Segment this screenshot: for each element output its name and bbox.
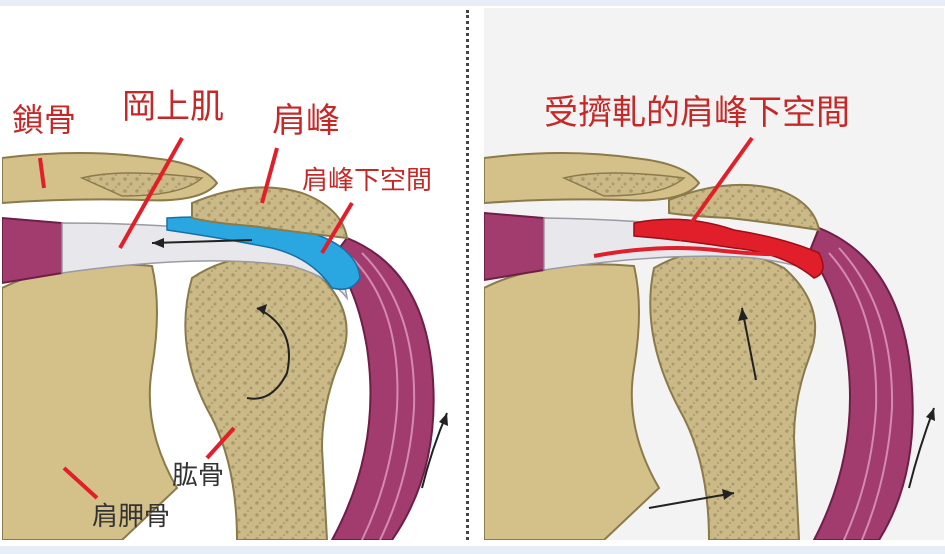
scapula-shape <box>2 264 177 540</box>
humerus-head <box>185 258 346 540</box>
scapula-shape <box>484 264 659 540</box>
impinged-shoulder-panel: 受擠軋的肩峰下空間 <box>484 8 944 540</box>
top-bar <box>0 0 945 6</box>
label-supraspinatus: 岡上肌 <box>122 90 224 124</box>
humerus-head <box>650 251 815 541</box>
normal-shoulder-illustration <box>2 8 462 540</box>
label-humerus: 肱骨 <box>172 463 224 489</box>
normal-shoulder-panel: 鎖骨 岡上肌 肩峰 肩峰下空間 肱骨 肩胛骨 <box>2 8 462 540</box>
label-acromion: 肩峰 <box>272 104 340 138</box>
supraspinatus-muscle <box>2 218 62 283</box>
impinged-shoulder-illustration <box>484 8 944 540</box>
label-impinged-space: 受擠軋的肩峰下空間 <box>544 96 850 130</box>
panel-divider <box>466 10 469 540</box>
supraspinatus-muscle <box>484 213 544 280</box>
label-subacromial-space: 肩峰下空間 <box>302 168 432 194</box>
label-clavicle: 鎖骨 <box>12 104 76 136</box>
bottom-bar <box>0 546 945 554</box>
label-scapula: 肩胛骨 <box>92 504 170 530</box>
